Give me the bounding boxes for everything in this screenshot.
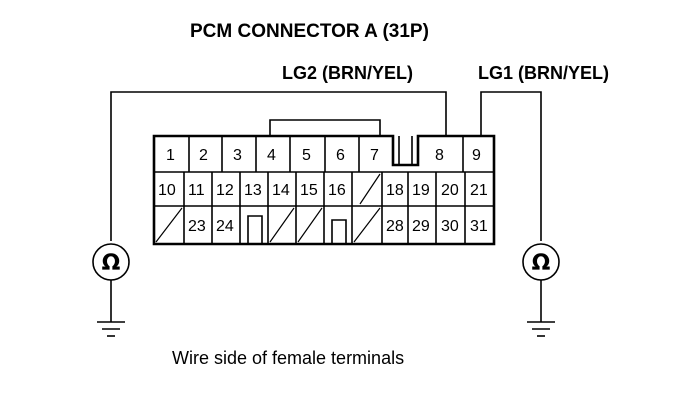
ohm-symbol: Ω [532, 251, 551, 276]
pin-label: 7 [370, 147, 379, 164]
right-probe-wire [480, 91, 542, 241]
ground-icon [527, 321, 555, 337]
pin-label: 28 [386, 218, 404, 235]
pin-label: 29 [412, 218, 430, 235]
diagram-title: PCM CONNECTOR A (31P) [190, 21, 429, 42]
diagram-caption: Wire side of female terminals [172, 348, 404, 368]
pin-label: 10 [158, 182, 176, 199]
pin-label: 15 [300, 182, 318, 199]
pin-label: 6 [336, 147, 345, 164]
pin-label: 18 [386, 182, 404, 199]
ground-icon [97, 321, 125, 337]
pin-label: 5 [302, 147, 311, 164]
pin-label: 13 [244, 182, 262, 199]
left-probe-wire [110, 91, 447, 241]
pin-label: 31 [470, 218, 488, 235]
pin-label: 1 [166, 147, 175, 164]
pin-label: 12 [216, 182, 234, 199]
pin-label: 21 [470, 182, 488, 199]
pcm-connector [152, 119, 496, 246]
pin-label: 20 [441, 182, 459, 199]
pin-label: 16 [328, 182, 346, 199]
wire-label-lg2: LG2 (BRN/YEL) [282, 63, 413, 83]
pin-label: 3 [233, 147, 242, 164]
pin-label: 2 [199, 147, 208, 164]
pin-label: 14 [272, 182, 290, 199]
left-ohmmeter: Ω [92, 243, 130, 337]
wire-label-lg1: LG1 (BRN/YEL) [478, 63, 609, 83]
pin-label: 9 [472, 147, 481, 164]
pin-label: 11 [188, 182, 205, 199]
pin-label: 23 [188, 218, 206, 235]
pin-label: 30 [441, 218, 459, 235]
ohm-symbol: Ω [102, 251, 121, 276]
pin-label: 24 [216, 218, 234, 235]
pin-labels: 1 2 3 4 5 6 7 8 9 10 11 12 13 14 15 16 1… [158, 147, 488, 235]
pin-label: 8 [435, 147, 444, 164]
pin-label: 4 [267, 147, 276, 164]
right-ohmmeter: Ω [522, 243, 560, 337]
pin-label: 19 [412, 182, 430, 199]
